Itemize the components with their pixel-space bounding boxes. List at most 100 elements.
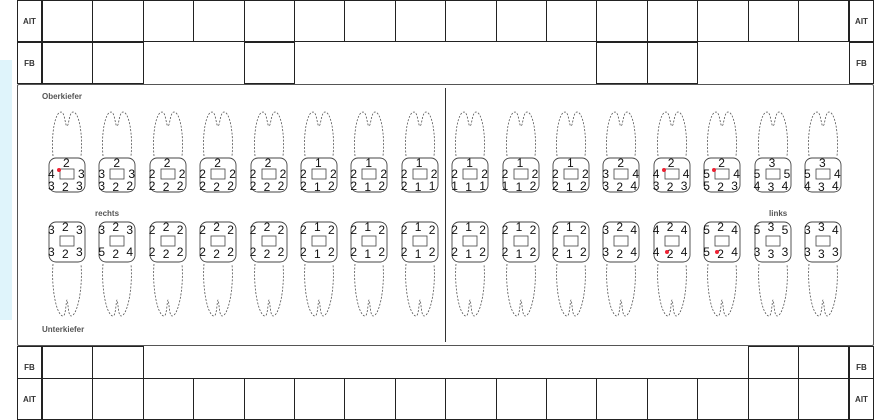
- bottom-fb-cell[interactable]: [748, 346, 799, 379]
- tooth-value: 3: [76, 246, 83, 258]
- tooth-value: 2: [264, 248, 271, 260]
- top-ait-cell[interactable]: [647, 0, 698, 42]
- bottom-ait-cell[interactable]: [445, 378, 496, 420]
- top-fb-cell[interactable]: [92, 42, 143, 84]
- tooth-value: 2: [177, 180, 184, 192]
- tooth-value: 1: [465, 221, 472, 233]
- bottom-fb-cell[interactable]: [798, 346, 849, 379]
- bottom-ait-cell[interactable]: [193, 378, 244, 420]
- top-ait-cell[interactable]: [193, 0, 244, 42]
- tooth-value: 3: [768, 248, 775, 260]
- bottom-ait-cell[interactable]: [798, 378, 849, 420]
- bottom-ait-cell[interactable]: [596, 378, 647, 420]
- tooth-value: 1: [516, 181, 523, 193]
- tooth-value: 2: [300, 224, 307, 236]
- tooth-value: 2: [378, 224, 385, 236]
- top-ait-cell[interactable]: [244, 0, 295, 42]
- tooth-value: 5: [98, 246, 105, 258]
- top-ait-cell[interactable]: [294, 0, 345, 42]
- tooth-value: 3: [818, 221, 825, 233]
- top-ait-cell[interactable]: [42, 0, 93, 42]
- tooth-value: 1: [415, 181, 422, 193]
- top-ait-cell[interactable]: [748, 0, 799, 42]
- tooth-value: 2: [163, 181, 170, 193]
- row-label-fb-top-left: FB: [17, 42, 42, 84]
- bottom-fb-cell[interactable]: [92, 346, 143, 379]
- bottom-ait-cell[interactable]: [395, 378, 446, 420]
- bottom-ait-cell[interactable]: [546, 378, 597, 420]
- bottom-ait-cell[interactable]: [143, 378, 194, 420]
- lower-jaw-label: Unterkiefer: [42, 325, 84, 334]
- top-ait-cell[interactable]: [697, 0, 748, 42]
- tooth-value: 3: [126, 224, 133, 236]
- bottom-ait-cell[interactable]: [244, 378, 295, 420]
- tooth-value: 2: [429, 246, 436, 258]
- bottom-ait-cell[interactable]: [647, 378, 698, 420]
- top-fb-cell[interactable]: [244, 42, 295, 84]
- top-ait-cell[interactable]: [596, 0, 647, 42]
- bottom-ait-cell[interactable]: [748, 378, 799, 420]
- tooth-value: 2: [502, 246, 509, 258]
- tooth-value: 2: [328, 246, 335, 258]
- tooth-value: 1: [451, 180, 458, 192]
- tooth-value: 4: [832, 180, 839, 192]
- top-ait-cell[interactable]: [798, 0, 849, 42]
- tooth-value: 2: [199, 224, 206, 236]
- top-ait-cell[interactable]: [92, 0, 143, 42]
- top-ait-cell[interactable]: [143, 0, 194, 42]
- top-fb-cell[interactable]: [596, 42, 647, 84]
- top-ait-cell[interactable]: [546, 0, 597, 42]
- bottom-ait-cell[interactable]: [697, 378, 748, 420]
- bottom-ait-cell[interactable]: [294, 378, 345, 420]
- bottom-ait-cell[interactable]: [344, 378, 395, 420]
- bottom-ait-cell[interactable]: [496, 378, 547, 420]
- top-ait-cell[interactable]: [395, 0, 446, 42]
- tooth-value: 2: [479, 246, 486, 258]
- bottom-ait-cell[interactable]: [92, 378, 143, 420]
- tooth-value: 2: [580, 224, 587, 236]
- top-fb-cell[interactable]: [42, 42, 93, 84]
- top-ait-cell[interactable]: [445, 0, 496, 42]
- tooth-value: 2: [401, 180, 408, 192]
- bottom-fb-cell[interactable]: [42, 346, 93, 379]
- row-label-ait-top-right: AIT: [849, 0, 874, 42]
- top-ait-cell[interactable]: [344, 0, 395, 42]
- top-ait-cell[interactable]: [496, 0, 547, 42]
- tooth-value: 1: [416, 157, 423, 169]
- bottom-ait-cell[interactable]: [42, 378, 93, 420]
- tooth-value: 1: [566, 221, 573, 233]
- top-fb-cell[interactable]: [647, 42, 698, 84]
